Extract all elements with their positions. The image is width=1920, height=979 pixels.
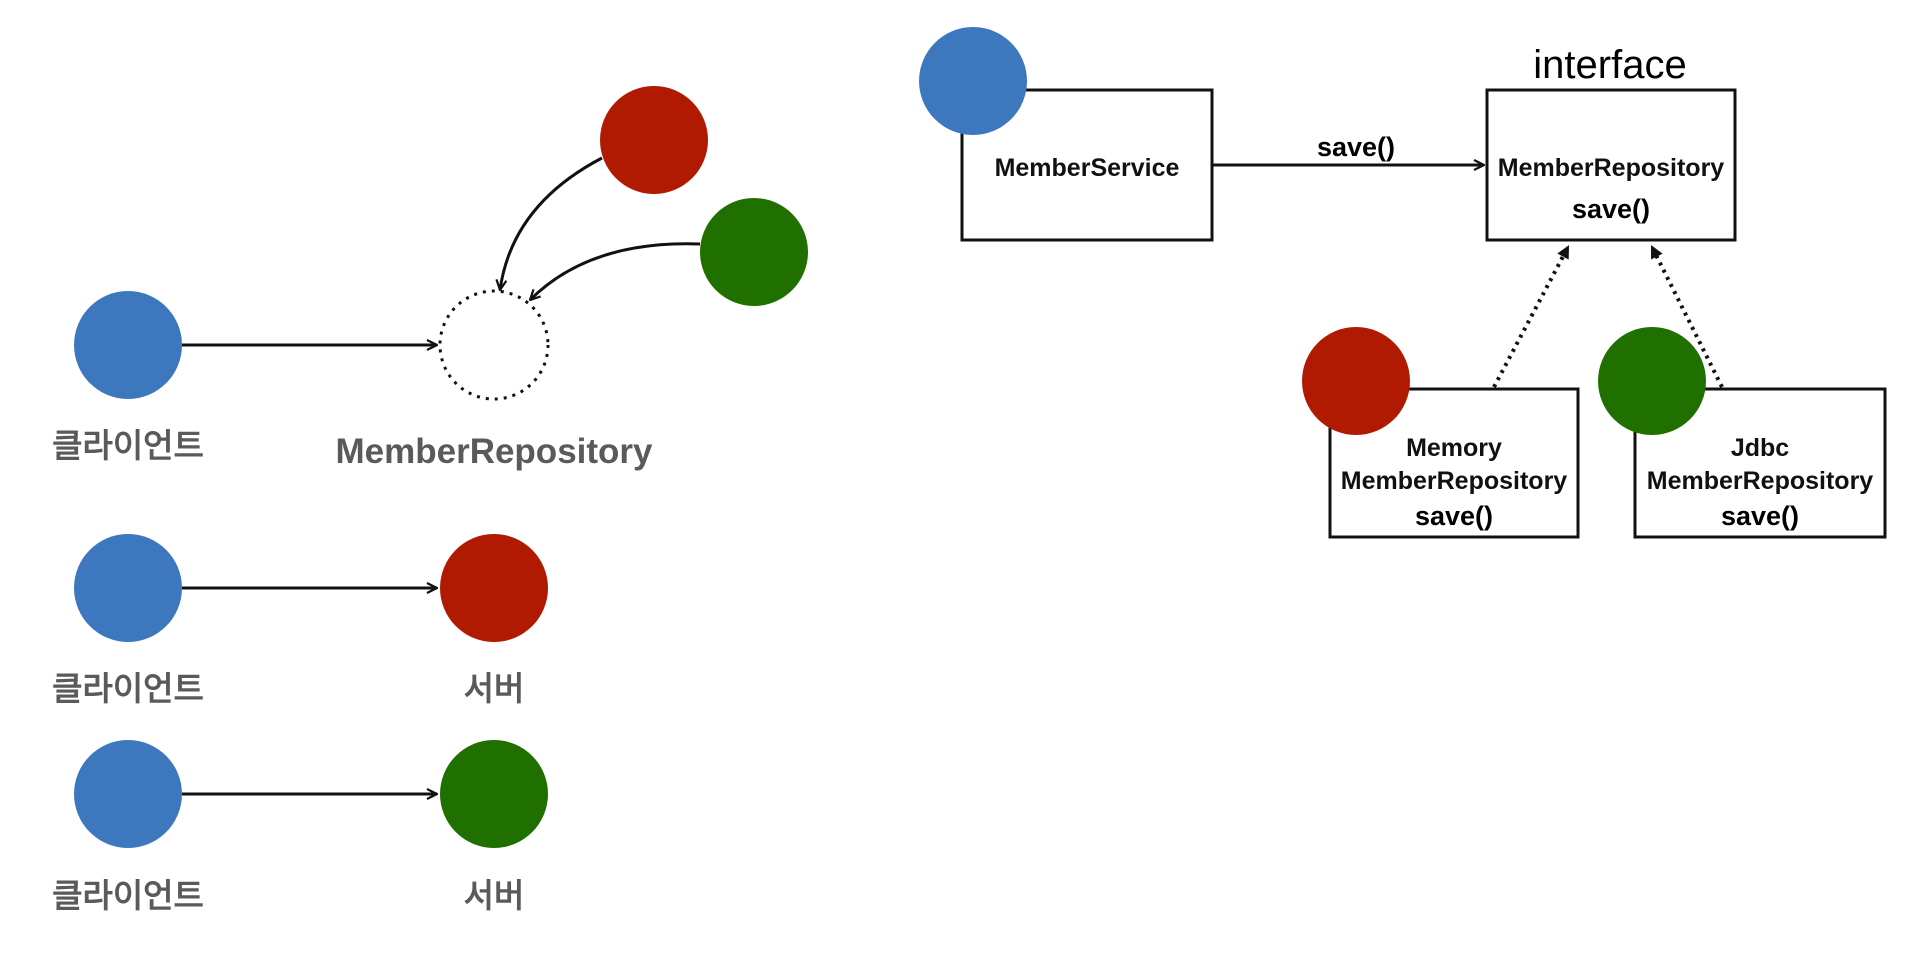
memory-repository-circle <box>1302 327 1410 435</box>
jdbc-server-circle <box>440 740 548 848</box>
right-class-diagram-group: MemberService save() interface MemberRep… <box>919 27 1887 539</box>
jdbc-to-placeholder-arrow <box>530 242 701 300</box>
middle-client-label: 클라이언트 <box>52 669 204 708</box>
jdbc-repository-line2: MemberRepository <box>1647 467 1874 495</box>
memory-impl-circle-left <box>600 86 708 194</box>
top-client-label: 클라이언트 <box>52 426 204 465</box>
memory-to-placeholder-arrow <box>500 156 603 290</box>
memory-repository-line1: Memory <box>1406 434 1502 462</box>
memory-repository-line2: MemberRepository <box>1341 467 1568 495</box>
member-repository-interface-method: save() <box>1572 194 1650 224</box>
jdbc-implements-arrow <box>1650 245 1724 388</box>
interface-label: interface <box>1533 43 1686 87</box>
memory-repository-method: save() <box>1415 501 1493 531</box>
left-concept-group: 클라이언트 MemberRepository 클라이언트 서버 클라이언트 서버 <box>52 86 808 915</box>
memory-server-circle <box>440 534 548 642</box>
bottom-server-label: 서버 <box>464 876 525 915</box>
jdbc-repository-method: save() <box>1721 501 1799 531</box>
jdbc-repository-circle <box>1598 327 1706 435</box>
middle-server-label: 서버 <box>464 669 525 708</box>
call-method-label: save() <box>1317 132 1395 162</box>
member-repository-interface-box <box>1485 88 1737 242</box>
client-circle-middle <box>74 534 182 642</box>
client-circle-top <box>74 291 182 399</box>
jdbc-repository-box <box>1633 387 1887 539</box>
client-circle-bottom <box>74 740 182 848</box>
member-repository-interface-label: MemberRepository <box>1498 154 1725 182</box>
bottom-client-label: 클라이언트 <box>52 876 204 915</box>
jdbc-impl-circle-left <box>700 198 808 306</box>
memory-implements-arrow <box>1492 245 1570 388</box>
jdbc-repository-line1: Jdbc <box>1731 434 1789 462</box>
member-service-circle <box>919 27 1027 135</box>
repository-placeholder-circle <box>438 289 550 401</box>
repository-label: MemberRepository <box>335 432 653 471</box>
member-service-label: MemberService <box>995 154 1180 182</box>
